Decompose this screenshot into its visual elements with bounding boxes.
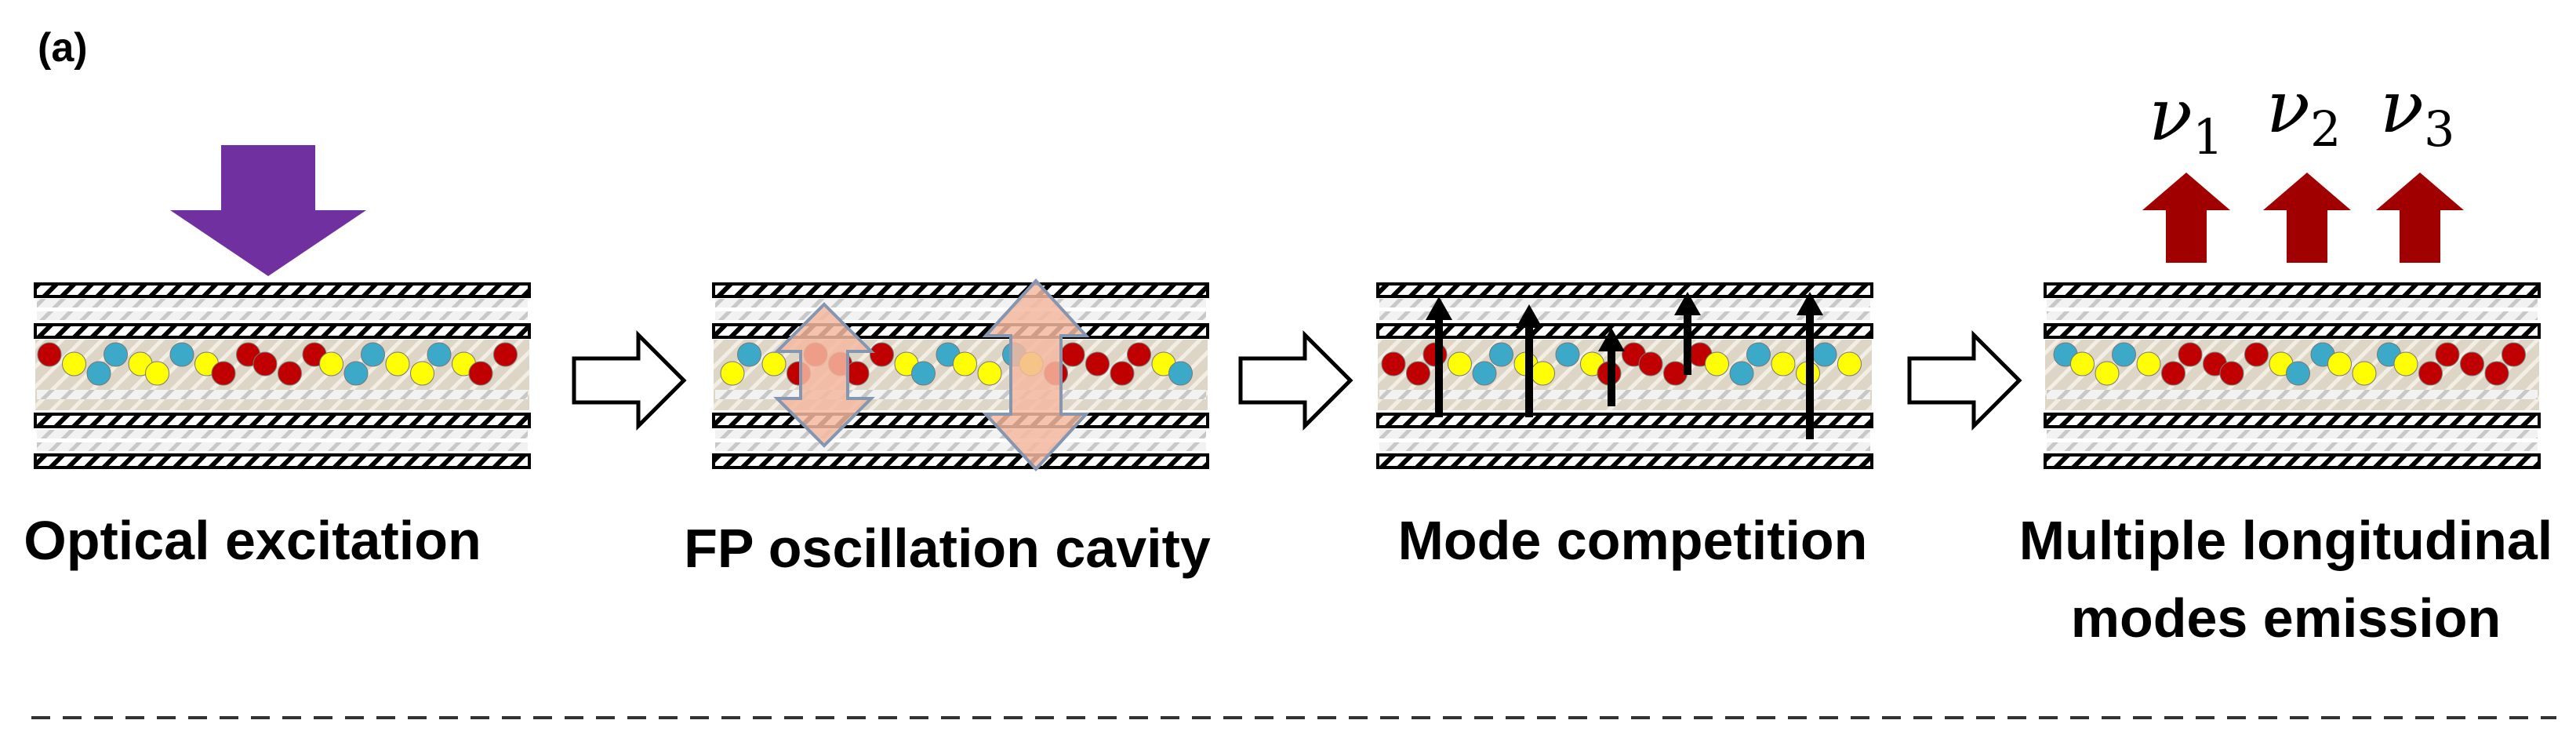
emitter-dot [2484,361,2509,386]
emitter-dot [468,361,493,386]
step-label-multiple-modes-line1: Multiple longitudinal [2019,510,2552,571]
emitter-dot [1812,342,1837,367]
emitter-dot [2095,361,2120,386]
cavity-stack-2 [712,282,1209,469]
cavity-stack-1 [34,282,531,469]
oscillation-arrow-icon [982,278,1090,471]
emitter-dot [1729,361,1754,386]
oscillation-arrow-icon [773,302,875,448]
emitter-dot [1406,361,1430,386]
emission-arrow-icon [2376,173,2464,263]
emitter-dot [2286,361,2310,386]
emitter-dot [2070,351,2095,376]
emitter-dot [169,342,194,367]
mode-label-nu3: ν3 [2380,65,2454,158]
emitter-dot [1638,351,1663,376]
emitter-dot [37,342,62,367]
emitter-dot [1060,342,1085,367]
emitter-dot [253,351,278,376]
emitter-dot [427,342,452,367]
emitter-dot [86,361,111,386]
pump-arrow-icon [170,145,366,276]
emitter-dot [2460,351,2484,376]
emitter-dot [720,361,745,386]
emitter-dot [1555,342,1580,367]
mode-arrow-icon [1516,304,1542,417]
emitter-dot [737,342,761,367]
emitter-dot [1127,342,1151,367]
emitter-dot [278,361,302,386]
emitter-dot [870,342,894,367]
mode-label-nu2: ν2 [2266,65,2341,158]
emitter-dot [911,361,936,386]
emitter-dot [62,351,86,376]
emitter-dot [343,361,369,386]
emitter-dot [1168,361,1193,386]
emitter-dot [2327,351,2352,376]
emitter-dot [2136,351,2161,376]
mode-arrow-icon [1674,292,1701,375]
emitter-dot [2161,361,2185,386]
emitter-dot [2244,342,2269,367]
emitter-dot [1472,361,1497,386]
process-arrow-icon [572,329,687,431]
cavity-stack-3 [1376,282,1873,469]
emitter-dot [2352,361,2377,386]
step-label-fp-cavity: FP oscillation cavity [684,518,1211,579]
emitter-dot [1381,351,1406,376]
emission-arrow-icon [2142,173,2230,263]
emitter-dot [1837,351,1862,376]
emitter-dot [1771,351,1796,376]
mode-arrow-icon [1426,296,1452,417]
emission-arrow-icon [2263,173,2351,263]
process-arrow-icon [1238,329,1353,431]
emitter-dot [385,351,410,376]
emitter-dot [319,351,343,376]
mode-arrow-icon [1797,292,1823,439]
emitter-dot [977,361,1002,386]
panel-label: (a) [38,25,88,71]
emitter-dot [1110,361,1135,386]
emitter-dot [2219,361,2244,386]
process-arrow-icon [1907,329,2022,431]
emitter-dot [145,361,169,386]
emitter-dot [2418,361,2443,386]
emitter-dot [2178,342,2203,367]
emitter-dot [2502,342,2526,367]
mode-arrow-icon [1598,328,1625,406]
emitter-dot [953,351,977,376]
emitter-dot [2393,351,2418,376]
emitter-dot [2435,342,2460,367]
emitter-dot [410,361,434,386]
step-label-optical-excitation: Optical excitation [24,510,481,571]
emitter-dot [2112,342,2136,367]
emitter-dot [1531,361,1555,386]
cavity-stack-4 [2044,282,2541,469]
emitter-dot [1705,351,1729,376]
emitter-dot [104,342,128,367]
emitter-dot [1489,342,1513,367]
emitter-dot [1746,342,1771,367]
emitter-dot [1085,351,1110,376]
emitter-dot [211,361,236,386]
emitter-dot [1448,351,1472,376]
emitter-dot [361,342,385,367]
emitter-dot [761,351,787,376]
mode-label-nu1: ν1 [2149,73,2223,166]
emitter-dot [493,342,518,367]
step-label-multiple-modes-line2: modes emission [2071,587,2502,649]
step-label-mode-competition: Mode competition [1398,510,1868,571]
